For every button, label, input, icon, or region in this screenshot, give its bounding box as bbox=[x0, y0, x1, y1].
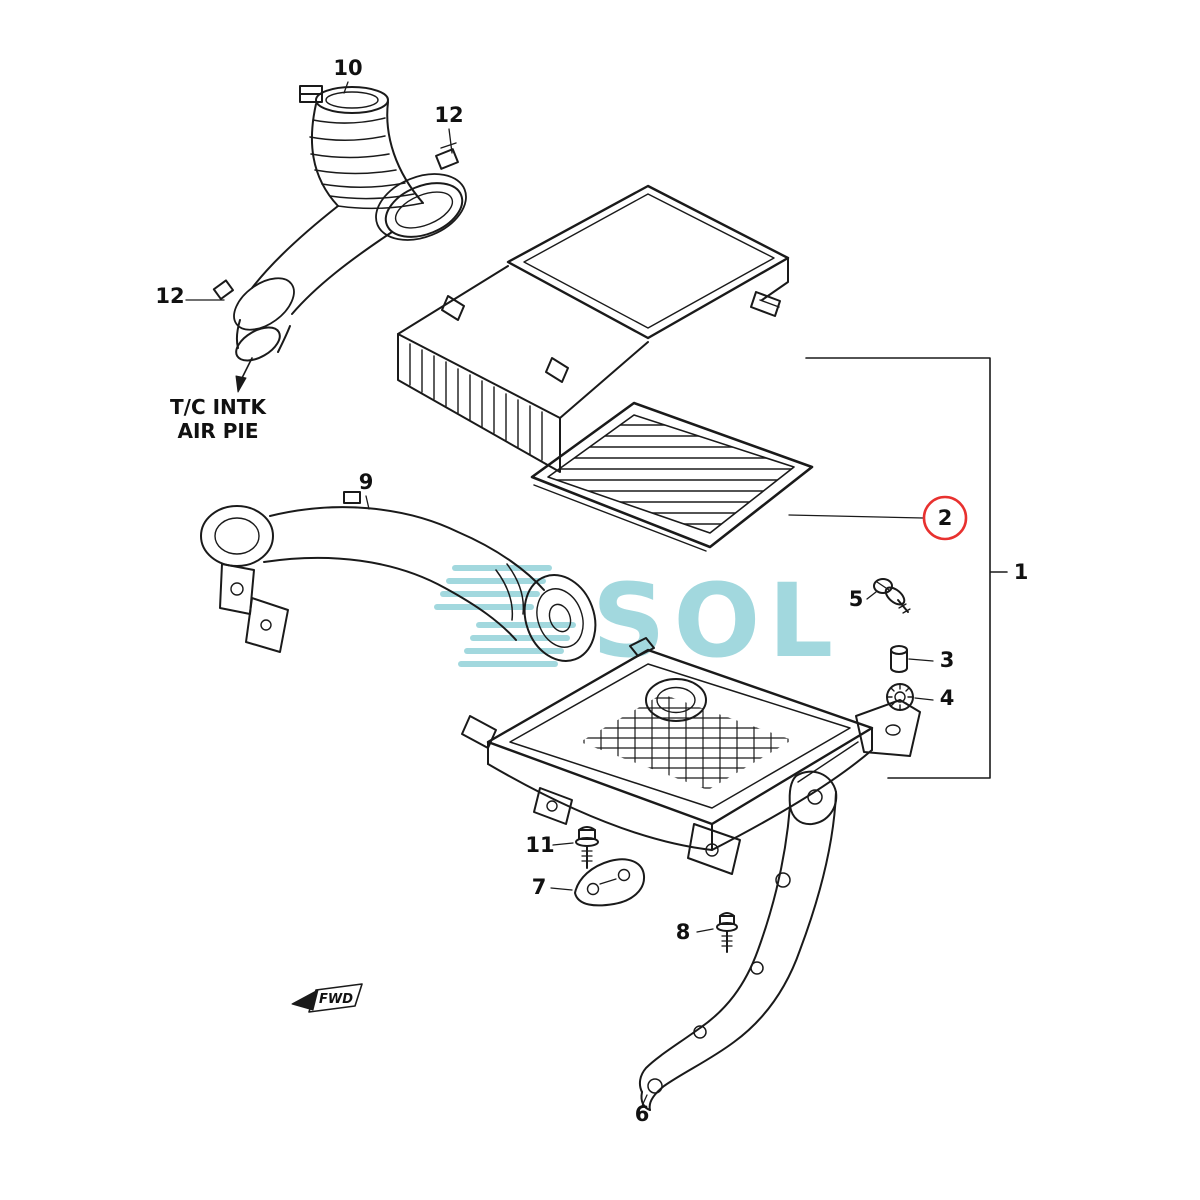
part-label-6: 6 bbox=[635, 1102, 650, 1126]
small-bracket-part7 bbox=[574, 858, 646, 907]
air-cleaner-lower-case bbox=[461, 637, 921, 875]
fwd-arrow bbox=[291, 983, 363, 1013]
air-cleaner-upper-case bbox=[397, 184, 790, 473]
screw-part5 bbox=[873, 578, 911, 614]
hose-clamp-12-lower bbox=[212, 277, 295, 331]
watermark-logo-bars bbox=[434, 565, 576, 667]
assembly-bracket-line-part1 bbox=[805, 357, 1008, 779]
hose-clamp-12-upper bbox=[375, 142, 467, 241]
leader-lines bbox=[185, 81, 934, 1107]
mounting-bracket-part6 bbox=[638, 741, 859, 1111]
part-label-11: 11 bbox=[525, 833, 554, 857]
highlight-circle-part2 bbox=[922, 495, 968, 541]
intake-pipe-part9 bbox=[200, 491, 597, 662]
diagram-linework bbox=[185, 81, 1008, 1111]
part-label-10: 10 bbox=[333, 56, 362, 80]
part-label-4: 4 bbox=[940, 686, 955, 710]
intake-hose-part10 bbox=[235, 85, 464, 362]
tc-intake-label-line2: AIR PIE bbox=[177, 419, 258, 443]
part-label-1: 1 bbox=[1014, 560, 1029, 584]
watermark: SOL bbox=[434, 562, 841, 681]
bolt-part11 bbox=[575, 826, 599, 869]
air-filter-element-part2 bbox=[530, 401, 814, 552]
part-label-5: 5 bbox=[849, 587, 864, 611]
tc-intake-arrow bbox=[235, 357, 253, 393]
part-label-12-upper: 12 bbox=[434, 103, 463, 127]
tc-intake-label-line1: T/C INTK bbox=[170, 395, 267, 419]
part-label-12-lower: 12 bbox=[155, 284, 184, 308]
part-label-9: 9 bbox=[359, 470, 374, 494]
grommet-part4 bbox=[886, 683, 914, 711]
part-label-3: 3 bbox=[940, 648, 955, 672]
spacer-part3 bbox=[890, 645, 908, 673]
fwd-label: FWD bbox=[319, 992, 353, 1007]
labels: 10 12 12 T/C INTK AIR PIE 9 2 1 5 3 4 11… bbox=[155, 56, 1028, 1126]
part-label-7: 7 bbox=[532, 875, 547, 899]
part-label-8: 8 bbox=[676, 920, 691, 944]
watermark-text: SOL bbox=[592, 562, 841, 681]
part-label-2: 2 bbox=[938, 506, 953, 530]
bolt-part8 bbox=[716, 912, 738, 953]
